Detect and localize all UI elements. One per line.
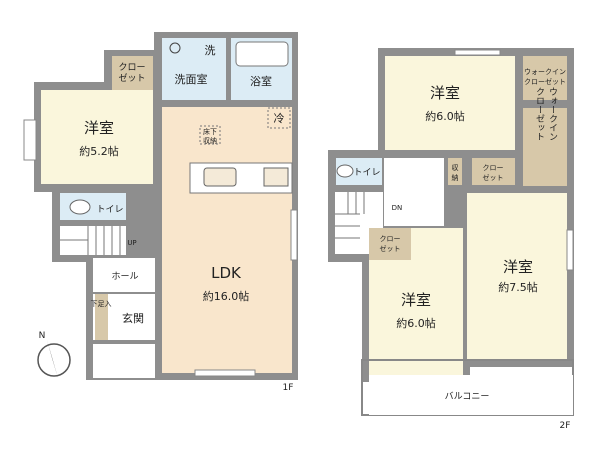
underfloor-label-1: 床下 bbox=[203, 127, 217, 136]
floor-1-label: 1F bbox=[283, 383, 294, 393]
storage-2f bbox=[448, 158, 462, 185]
washer-label: 洗 bbox=[205, 44, 216, 57]
closet-mid-2f bbox=[472, 158, 515, 185]
window-ldk-east bbox=[290, 209, 298, 261]
room-south-size: 約6.0帖 bbox=[396, 316, 436, 330]
closet-south-label-1: クロー bbox=[380, 235, 401, 243]
walkin-side-label-2: クローゼット bbox=[534, 87, 545, 141]
compass-north-label: N bbox=[39, 331, 46, 341]
toilet-icon-2f bbox=[336, 164, 354, 178]
floor-1: 洗面室 洗 浴室 クロー ゼット 洋室 約5.2帖 床下 収納 冷 LDK 約1… bbox=[23, 32, 298, 393]
room-north-name: 洋室 bbox=[430, 84, 460, 102]
washroom-label: 洗面室 bbox=[175, 72, 208, 86]
ldk-name: LDK bbox=[211, 264, 242, 282]
window-ldk-south bbox=[194, 369, 256, 377]
balcony-floor bbox=[369, 375, 573, 415]
closet-mid-label-1: クロー bbox=[483, 164, 504, 172]
floor-2: 洋室 約6.0帖 ウォークイン クローゼット ウォークイン クローゼット 収 納… bbox=[328, 48, 574, 431]
underfloor-label-2: 収納 bbox=[203, 136, 217, 145]
room-north-size: 約6.0帖 bbox=[425, 109, 465, 123]
closet-mid-label-2: ゼット bbox=[483, 173, 504, 182]
north-arrow-icon bbox=[47, 340, 58, 378]
closet-1f bbox=[112, 56, 153, 90]
closet-label-2: ゼット bbox=[118, 72, 145, 84]
walkin-closet-side bbox=[523, 108, 567, 186]
western-room-size: 約5.2帖 bbox=[79, 144, 119, 158]
hall-label: ホール bbox=[111, 271, 138, 282]
closet-south-2f bbox=[369, 228, 411, 260]
shoe-storage-text: 下足入 bbox=[91, 300, 112, 308]
window-east bbox=[566, 229, 574, 271]
room-east-size: 約7.5帖 bbox=[498, 280, 538, 294]
porch bbox=[93, 344, 155, 378]
shoe-storage-label: 下足入 bbox=[91, 300, 112, 308]
toilet-label: トイレ bbox=[96, 205, 123, 215]
refrigerator-space bbox=[267, 107, 291, 129]
closet-south-label-2: ゼット bbox=[380, 244, 401, 253]
window-north bbox=[454, 49, 501, 56]
stair-treads-icon-2f bbox=[335, 192, 365, 239]
underfloor-storage bbox=[199, 125, 221, 145]
stair-treads-icon bbox=[60, 226, 121, 255]
compass-ring-icon bbox=[37, 343, 71, 377]
shoe-storage bbox=[95, 294, 108, 340]
toilet-icon bbox=[69, 199, 91, 215]
bathtub-icon bbox=[235, 41, 289, 67]
room-south-name: 洋室 bbox=[401, 291, 431, 309]
floor-2-label: 2F bbox=[560, 421, 571, 431]
hall-2f bbox=[384, 158, 444, 226]
ldk-size: 約16.0帖 bbox=[203, 289, 250, 303]
bathroom-label: 浴室 bbox=[250, 74, 272, 88]
storage-label-1: 収 bbox=[452, 164, 459, 172]
balcony-label: バルコニー bbox=[445, 391, 490, 402]
closet-label-1: クロー bbox=[118, 62, 145, 73]
entrance-label: 玄関 bbox=[122, 311, 144, 325]
walkin-closet-top bbox=[523, 56, 567, 100]
room-north-2f bbox=[385, 56, 515, 150]
washroom bbox=[162, 38, 226, 100]
western-room-1f bbox=[41, 90, 153, 184]
sink-icon bbox=[203, 167, 237, 187]
water-heater-icon bbox=[169, 42, 181, 54]
walkin-side-label-1: ウォークイン bbox=[547, 87, 558, 141]
stove-icon bbox=[263, 167, 289, 187]
refrigerator-label: 冷 bbox=[274, 112, 285, 125]
compass: N bbox=[37, 331, 71, 378]
walkin-top-label-2: クローゼット bbox=[524, 77, 566, 86]
ldk bbox=[162, 107, 292, 373]
stairs-up-label: UP bbox=[127, 239, 136, 247]
toilet-2f-label: トイレ bbox=[353, 168, 380, 178]
bay-window bbox=[23, 119, 37, 161]
stairs-dn-label: DN bbox=[392, 204, 403, 212]
hall-1f bbox=[93, 258, 155, 292]
western-room-name: 洋室 bbox=[84, 119, 114, 137]
storage-label-2: 納 bbox=[452, 173, 459, 182]
walkin-top-label-1: ウォークイン bbox=[524, 68, 566, 76]
room-east-name: 洋室 bbox=[503, 258, 533, 276]
room-east-2f bbox=[467, 193, 567, 360]
